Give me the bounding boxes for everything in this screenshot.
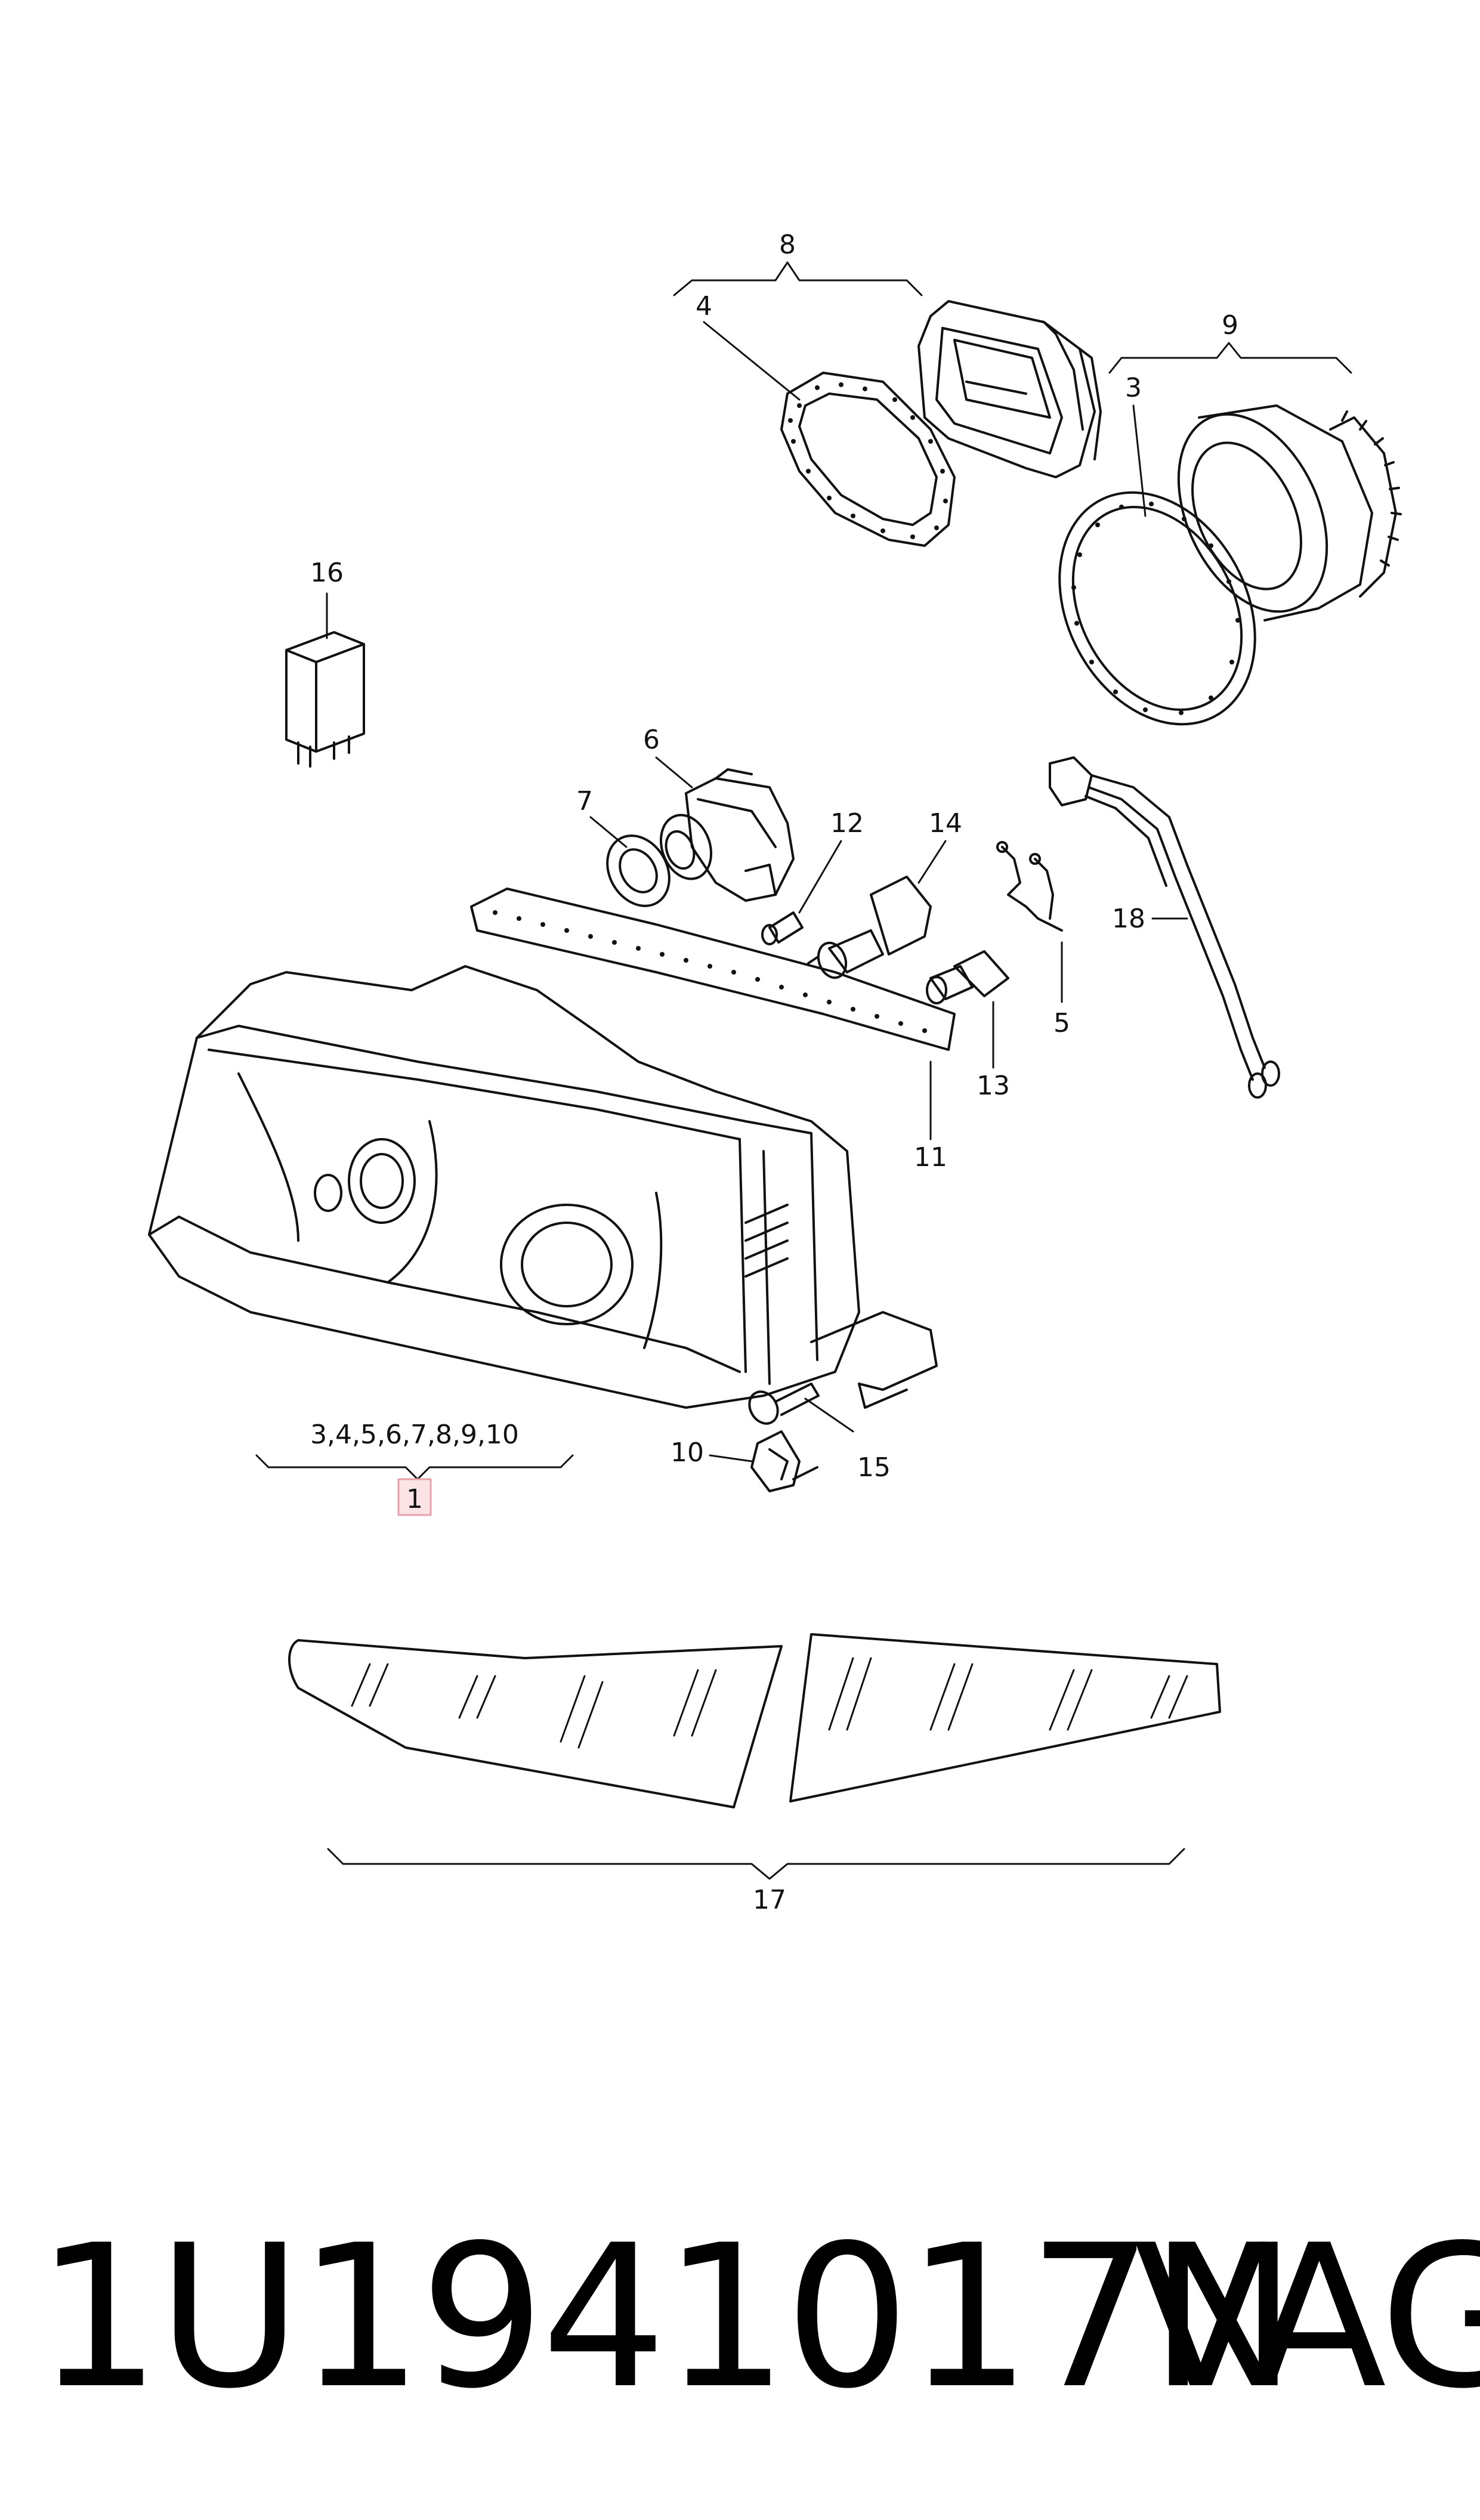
callout-14: 14 (929, 808, 962, 839)
part-16-relay (285, 631, 365, 768)
part-11-seal-strip (470, 888, 956, 1051)
part-1-headlight-housing (148, 965, 938, 1409)
callout-17: 17 (753, 1885, 786, 1915)
callout-12: 12 (830, 808, 864, 839)
callout-18: 18 (1112, 904, 1145, 934)
part-13-bulb (926, 950, 1009, 1004)
part-3-ring-gasket (1058, 491, 1256, 726)
part-18-wiring-harness (1049, 756, 1280, 1099)
callout-15: 15 (857, 1452, 891, 1483)
part-12-small-bulb (761, 911, 804, 945)
leader-lines (255, 261, 1352, 1880)
callout-5: 5 (1053, 1008, 1070, 1038)
part-number: 1U1941017N (36, 2203, 1297, 2432)
part-5-spring-clip (996, 841, 1063, 932)
part-17-lens-glass (288, 1633, 1221, 1808)
footer: 1U1941017N VAG (0, 2207, 1480, 2457)
part-15-screw (748, 1383, 820, 1425)
callout-1-highlight[interactable]: 1 (397, 1478, 432, 1516)
callout-3: 3 (1125, 373, 1142, 403)
part-9-round-cap (1177, 404, 1402, 622)
callout-1: 1 (406, 1484, 423, 1514)
part-6-adjustment-motor (659, 768, 795, 902)
callout-7: 7 (576, 786, 593, 817)
callout-10: 10 (671, 1437, 704, 1468)
brand-name: VAG (1133, 2203, 1480, 2432)
callout-11: 11 (914, 1142, 947, 1173)
callout-4: 4 (696, 291, 712, 321)
callout-1-group: 3,4,5,6,7,8,9,10 (310, 1420, 519, 1450)
part-10-clip (750, 1430, 818, 1492)
part-14-bulb (807, 876, 932, 979)
callout-8: 8 (779, 230, 796, 260)
callout-9: 9 (1222, 310, 1238, 341)
callout-6: 6 (643, 725, 660, 755)
part-8-cover-cap (917, 300, 1102, 478)
callout-16: 16 (310, 558, 344, 588)
part-7-ring (606, 834, 671, 907)
callout-labels: 8 4 9 3 16 6 7 12 14 18 5 13 11 3,4,5,6,… (310, 230, 1238, 1915)
callout-13: 13 (977, 1071, 1010, 1101)
part-4-gasket (780, 372, 956, 547)
